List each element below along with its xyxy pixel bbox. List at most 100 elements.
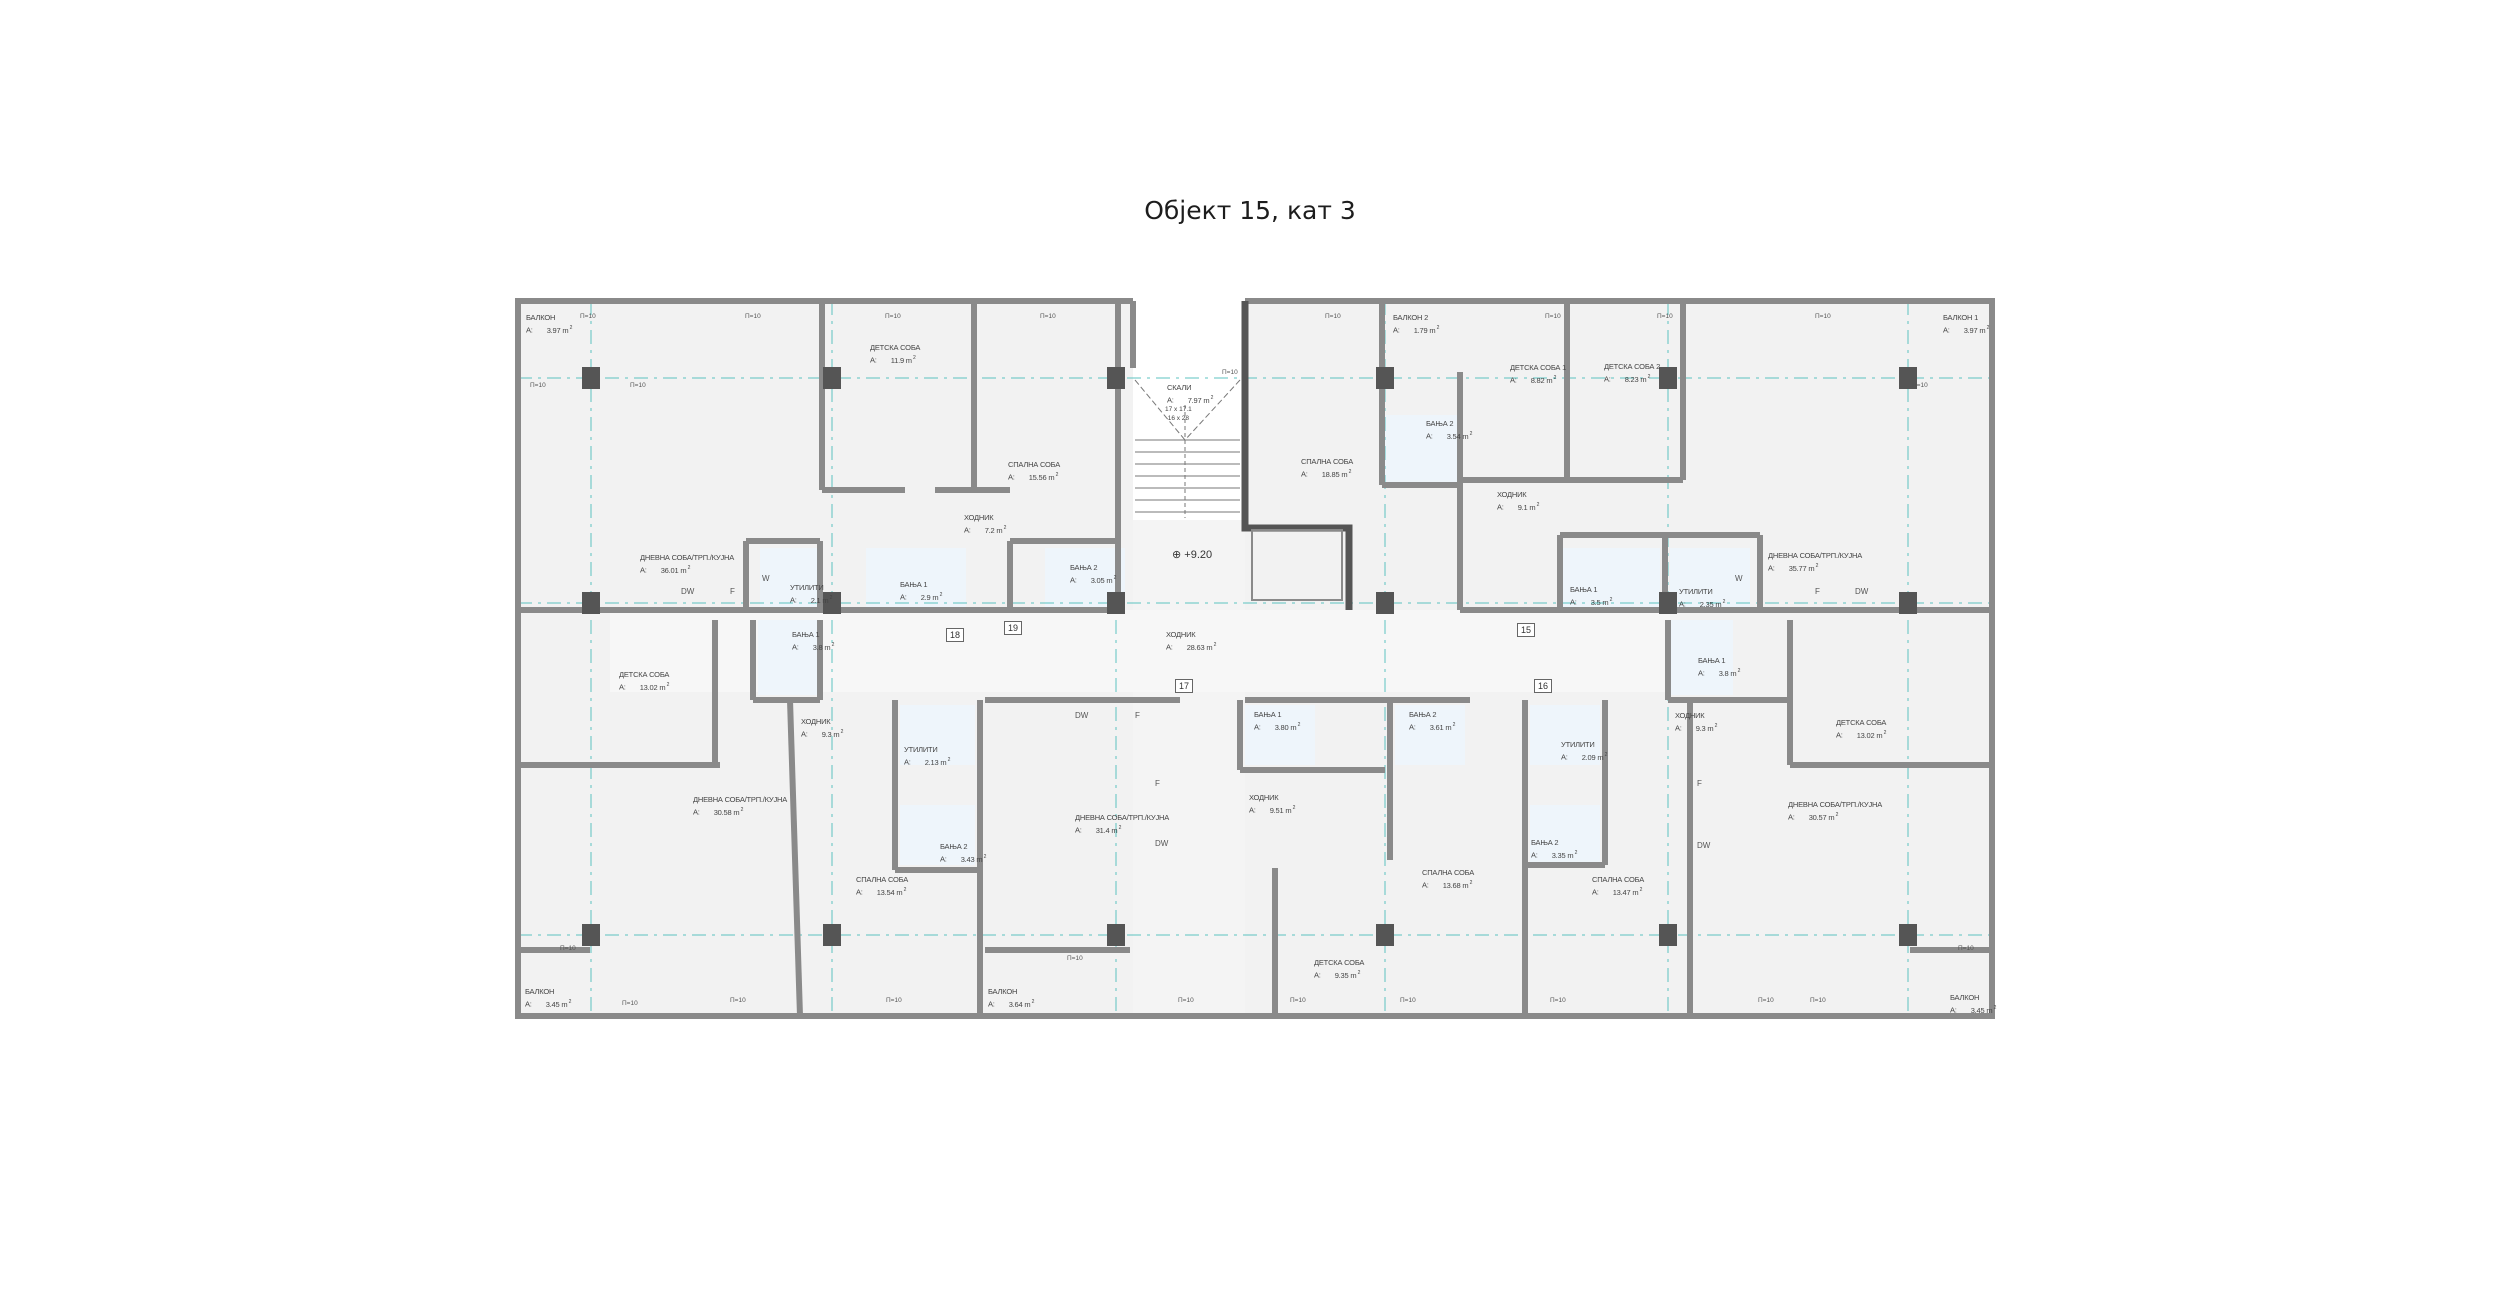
room-area: A:2.35 m 2 [1679, 599, 1726, 609]
room-name: БАЊА 2 [1409, 710, 1437, 719]
room-area: A:2.9 m 2 [900, 592, 943, 602]
room-name: БАЊА 1 [1254, 710, 1282, 719]
window-label: П=10 [745, 313, 761, 320]
window-label: П=10 [1912, 382, 1928, 389]
room-area: A:3.45 m 2 [525, 999, 572, 1009]
structural-columns [582, 367, 1917, 946]
room-area: A:3.61 m 2 [1409, 722, 1456, 732]
window-label: П=10 [622, 1000, 638, 1007]
window-label: П=10 [1657, 313, 1673, 320]
room-label: УТИЛИТИ A:2.1 m 2 [790, 583, 832, 606]
room-name: СКАЛИ [1167, 383, 1192, 392]
room-area: A:36.01 m 2 [640, 565, 691, 575]
appliance-label: F [1135, 711, 1140, 720]
room-name: ДНЕВНА СОБА/ТРП./КУЈНА [693, 795, 788, 804]
appliance-label: W [762, 574, 770, 583]
room-name: СПАЛНА СОБА [1592, 875, 1645, 884]
room-name: ХОДНИК [801, 717, 831, 726]
room-area: A:7.97 m 2 [1167, 395, 1214, 405]
room-name: ДЕТСКА СОБА 2 [1604, 362, 1661, 371]
room-name: СПАЛНА СОБА [1301, 457, 1354, 466]
column [823, 367, 841, 389]
room-name: БАЊА 1 [900, 580, 928, 589]
room-name: БАЊА 2 [1070, 563, 1098, 572]
room-area: A:3.35 m 2 [1531, 850, 1578, 860]
window-label: П=10 [730, 997, 746, 1004]
room-area: A:3.43 m 2 [940, 854, 987, 864]
room-label: ДЕТСКА СОБА A:11.9 m 2 [870, 343, 920, 366]
room-area: A:3.45 m 2 [1950, 1005, 1997, 1015]
column [1376, 924, 1394, 946]
window-label: П=10 [1325, 313, 1341, 320]
room-name: БАЛКОН [1950, 993, 1980, 1002]
room-name: ХОДНИК [1166, 630, 1196, 639]
room-area: A:7.2 m 2 [964, 525, 1007, 535]
column [1107, 367, 1125, 389]
room-area: A:18.85 m 2 [1301, 469, 1352, 479]
room-label: БАЛКОН A:3.45 m 2 [1950, 993, 1996, 1016]
room-name: ДЕТСКА СОБА [870, 343, 921, 352]
room-area: A:13.02 m 2 [1836, 730, 1887, 740]
column [823, 924, 841, 946]
core-walls [1241, 301, 1353, 610]
room-area: A:9.35 m 2 [1314, 970, 1361, 980]
room-area: A:11.9 m 2 [870, 355, 916, 365]
window-label: П=10 [1040, 313, 1056, 320]
appliance-label: F [1155, 779, 1160, 788]
room-area: A:3.64 m 2 [988, 999, 1035, 1009]
column [1899, 592, 1917, 614]
column [1659, 367, 1677, 389]
column [582, 592, 600, 614]
room-name: СПАЛНА СОБА [1422, 868, 1475, 877]
room-area: A:2.1 m 2 [790, 595, 833, 605]
column [582, 367, 600, 389]
room-name: ДНЕВНА СОБА/ТРП./КУЈНА [640, 553, 735, 562]
appliance-label: F [730, 587, 735, 596]
room-area: A:9.3 m 2 [1675, 723, 1718, 733]
room-area: A:13.02 m 2 [619, 682, 670, 692]
room-name: БАЊА 2 [1426, 419, 1454, 428]
room-area: A:3.8 m 2 [1698, 668, 1741, 678]
apartment-number: 15 [1517, 623, 1536, 637]
window-label: П=10 [1222, 369, 1238, 376]
room-label: СКАЛИ A:7.97 m 2 [1167, 383, 1213, 406]
column [582, 924, 600, 946]
room-name: ХОДНИК [1249, 793, 1279, 802]
room-name: БАЛКОН [525, 987, 555, 996]
room-name: ХОДНИК [964, 513, 994, 522]
room-label: ХОДНИК A:9.51 m 2 [1249, 793, 1295, 816]
room-area: A:35.77 m 2 [1768, 563, 1819, 573]
window-label: П=10 [1810, 997, 1826, 1004]
room-area: A:9.51 m 2 [1249, 805, 1296, 815]
room-name: ДЕТСКА СОБА 1 [1510, 363, 1567, 372]
stairs [1134, 379, 1241, 518]
appliance-label: F [1815, 587, 1820, 596]
window-label: П=10 [530, 382, 546, 389]
room-name: ДНЕВНА СОБА/ТРП./КУЈНА [1075, 813, 1170, 822]
room-name: УТИЛИТИ [1561, 740, 1595, 749]
apartment-number: 17 [1175, 679, 1194, 693]
appliance-label: DW [1855, 587, 1869, 596]
room-area: A:15.56 m 2 [1008, 472, 1059, 482]
room-area: A:3.97 m 2 [526, 325, 573, 335]
room-name: УТИЛИТИ [790, 583, 824, 592]
